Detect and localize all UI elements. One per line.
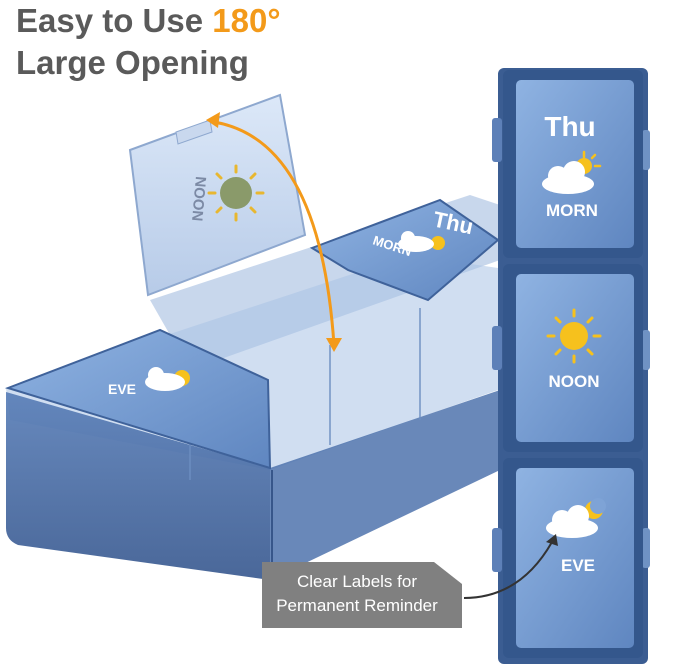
callout-arrow-icon <box>463 534 558 599</box>
callout-label: Clear Labels for Permanent Reminder <box>262 562 462 628</box>
headline: Easy to Use 180° Large Opening <box>16 0 281 84</box>
headline-text: Easy to Use <box>16 2 204 39</box>
upright-compartment-eve <box>503 458 643 658</box>
upright-eve-label: EVE <box>561 556 595 575</box>
upright-noon-label: NOON <box>549 372 600 391</box>
upright-day-label: Thu <box>544 111 595 142</box>
horizontal-eve-label: EVE <box>108 381 136 397</box>
callout-line-1: Clear Labels for <box>296 572 417 591</box>
sun-icon-open-lid <box>207 164 265 222</box>
upright-morn-label: MORN <box>546 201 598 220</box>
cloud-sun-icon <box>542 150 602 194</box>
sun-icon <box>546 308 602 364</box>
cloud-sun-icon-horizontal <box>398 231 445 252</box>
callout-line-2: Permanent Reminder <box>276 596 438 615</box>
upright-pill-box: Thu MORN <box>492 68 650 664</box>
callout-background <box>262 562 462 628</box>
horizontal-pill-box: NOON Thu MORN EVE <box>4 93 500 580</box>
opening-arrow-icon <box>206 112 342 352</box>
callout-text: Clear Labels for Permanent Reminder <box>262 570 452 618</box>
cloud-moon-icon <box>546 498 606 538</box>
cloud-moon-icon-horizontal <box>145 367 190 391</box>
headline-line-2: Large Opening <box>16 44 249 81</box>
open-lid-noon-label: NOON <box>188 176 209 222</box>
headline-accent: 180° <box>212 2 281 39</box>
headline-line-1: Easy to Use 180° <box>16 0 281 42</box>
